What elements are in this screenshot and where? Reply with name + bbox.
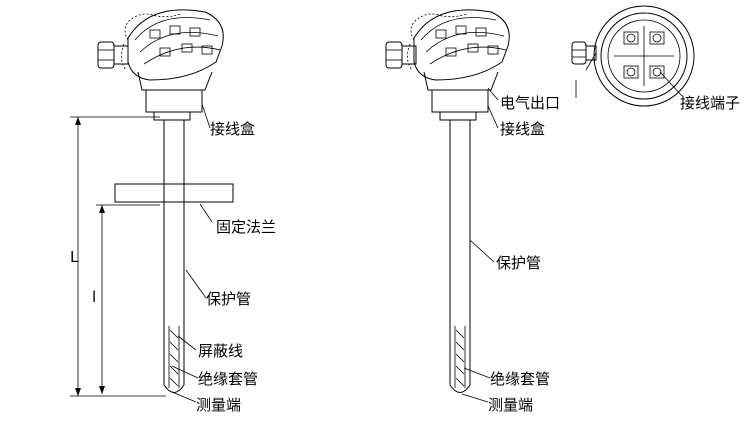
- label-terminal-block: 接线端子: [680, 94, 740, 112]
- right-label-junction-box: 接线盒: [500, 120, 545, 138]
- overall-length-label: L: [70, 248, 79, 266]
- left-protection-tube: [163, 120, 185, 393]
- left-label-shielded-wire: 屏蔽线: [198, 342, 243, 360]
- left-label-measuring-end: 测量端: [196, 396, 241, 414]
- right-label-electrical-outlet: 电气出口: [500, 94, 560, 112]
- left-junction-box-head: [97, 9, 224, 91]
- left-label-fixed-flange: 固定法兰: [216, 218, 276, 236]
- right-neck-collar: [439, 111, 477, 121]
- right-label-measuring-end: 测量端: [488, 396, 533, 414]
- dimension-insertion-length: l: [92, 204, 160, 394]
- terminal-screws: [614, 26, 674, 86]
- left-label-insulating-sleeve: 绝缘套管: [198, 370, 258, 388]
- left-fixed-flange: [114, 183, 234, 203]
- left-inner-sleeve: [168, 326, 180, 388]
- left-neck: [145, 89, 203, 113]
- right-label-protection-tube: 保护管: [496, 254, 541, 272]
- left-neck-collar: [153, 111, 191, 121]
- left-label-junction-box: 接线盒: [210, 120, 255, 138]
- dimension-overall-length: L: [70, 116, 166, 397]
- terminal-block-top-view: 接线端子: [571, 5, 740, 112]
- right-neck: [431, 89, 489, 113]
- right-junction-box-head: [385, 9, 510, 91]
- left-thermocouple: L l 接线盒 固定法兰 保护管 屏蔽线 绝缘套管 测量端: [70, 9, 276, 414]
- right-label-insulating-sleeve: 绝缘套管: [490, 370, 550, 388]
- right-inner-sleeve: [454, 326, 466, 388]
- left-label-protection-tube: 保护管: [206, 290, 251, 308]
- right-protection-tube: [449, 120, 471, 393]
- insertion-length-label: l: [92, 288, 96, 306]
- right-thermocouple: 电气出口 接线盒 保护管 绝缘套管 测量端: [385, 9, 560, 414]
